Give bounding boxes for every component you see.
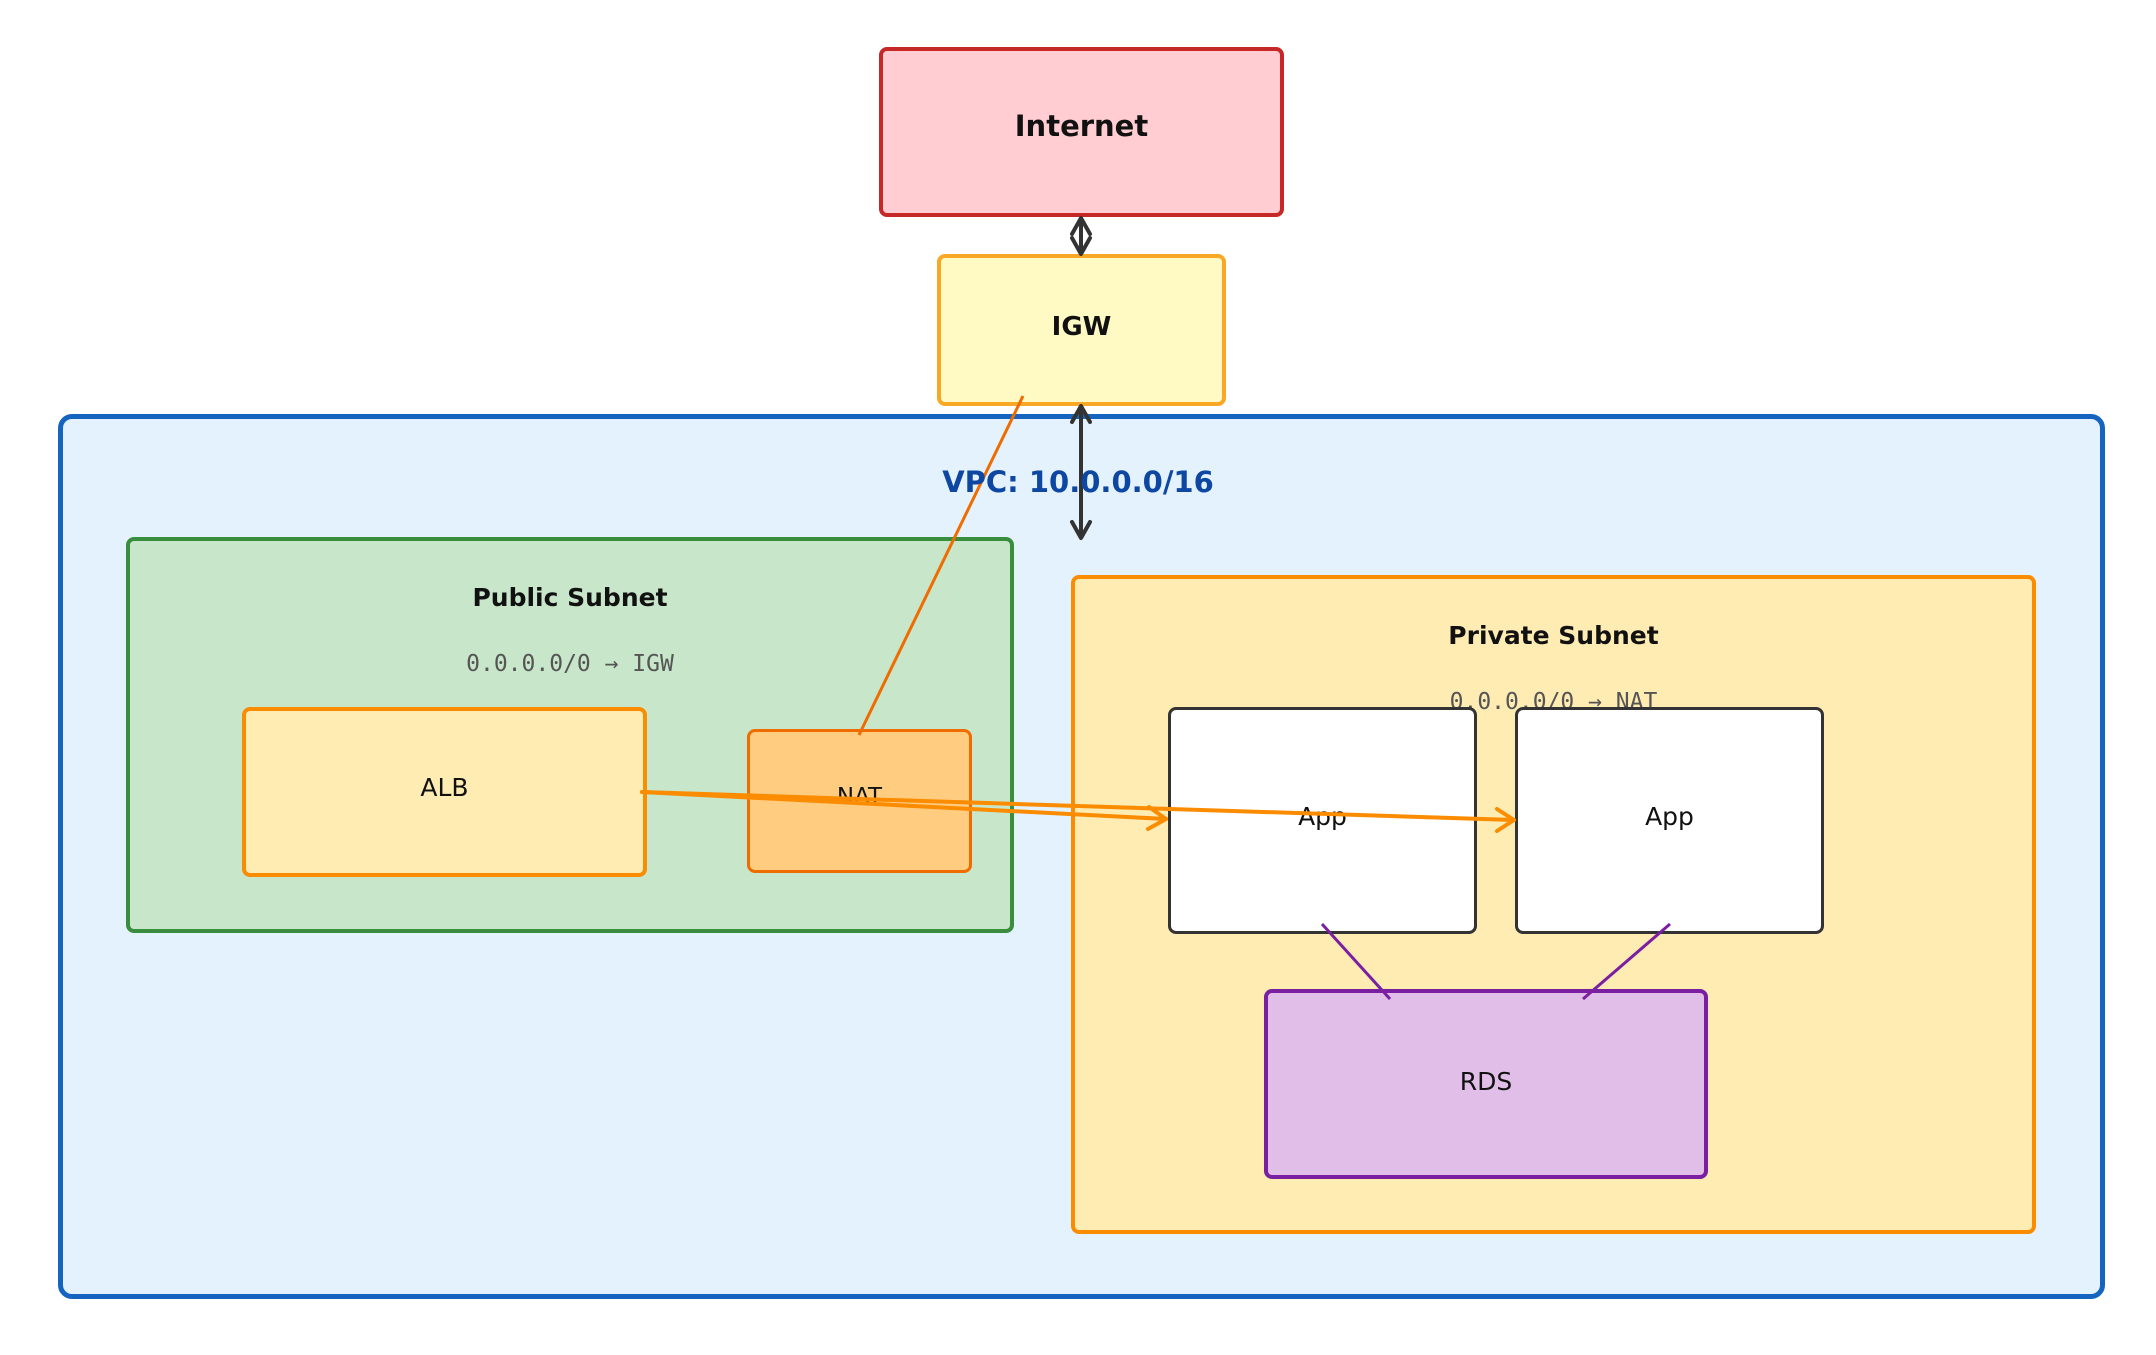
rds-label: RDS (1459, 1067, 1513, 1096)
edge-internet-igw (1070, 216, 1092, 256)
public-subnet-title: Public Subnet (472, 583, 668, 612)
rds-node: RDS (1264, 989, 1708, 1179)
internet-node: Internet (879, 47, 1284, 217)
nat-label: NAT (836, 784, 883, 810)
nat-node: NAT (747, 729, 972, 873)
internet-label: Internet (1014, 109, 1149, 143)
alb-node: ALB (242, 707, 647, 877)
app-node-1: App (1168, 707, 1477, 934)
app-node-2: App (1515, 707, 1824, 934)
public-subnet-route: 0.0.0.0/0 → IGW (466, 651, 674, 677)
app-2-label: App (1645, 802, 1694, 831)
igw-node: IGW (937, 254, 1226, 406)
private-subnet-title: Private Subnet (1448, 621, 1659, 650)
alb-label: ALB (420, 773, 469, 802)
vpc-title: VPC: 10.0.0.0/16 (942, 465, 1214, 499)
igw-label: IGW (1051, 312, 1112, 342)
app-1-label: App (1298, 802, 1347, 831)
